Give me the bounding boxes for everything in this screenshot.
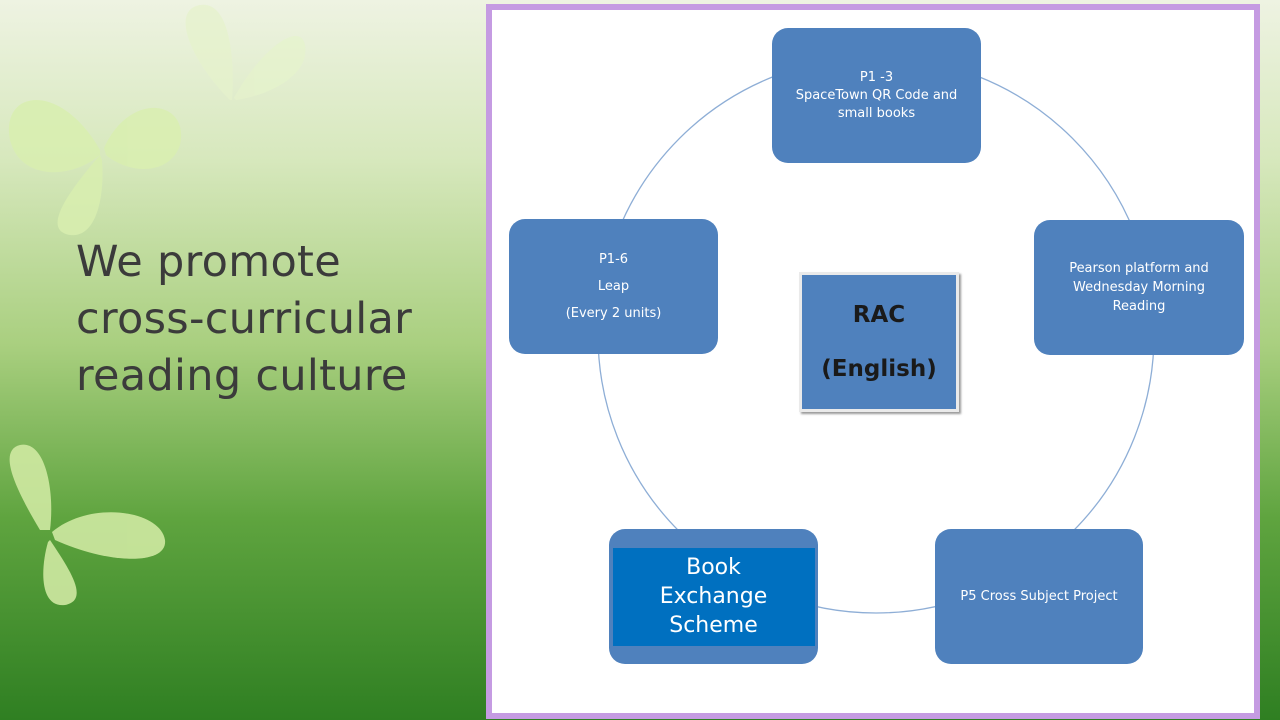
node-text: SpaceTown QR Code and xyxy=(795,87,958,103)
node-text: Exchange xyxy=(659,584,768,609)
heading-line: reading culture xyxy=(76,351,408,401)
slide-heading: We promote cross-curricular reading cult… xyxy=(76,234,476,405)
highlight-box: Book Exchange Scheme xyxy=(612,547,815,646)
butterfly-decoration-icon xyxy=(9,444,166,606)
node-text: small books xyxy=(837,105,916,121)
node-cross-subject-project: P5 Cross Subject Project xyxy=(935,529,1143,664)
node-text: (Every 2 units) xyxy=(565,306,662,321)
node-text: Pearson platform and xyxy=(1069,261,1209,276)
butterfly-decoration-icon xyxy=(185,4,306,100)
node-text: Scheme xyxy=(669,613,758,638)
butterfly-decoration-icon xyxy=(8,100,182,236)
node-leap: P1-6 Leap (Every 2 units) xyxy=(509,219,718,354)
center-node-rac: RAC (English) xyxy=(799,272,959,412)
node-text: P1-6 xyxy=(598,252,629,267)
diagram-frame: P1 -3 SpaceTown QR Code and small books … xyxy=(486,4,1260,719)
node-pearson-platform: Pearson platform and Wednesday Morning R… xyxy=(1034,220,1244,355)
node-spacetown-qr: P1 -3 SpaceTown QR Code and small books xyxy=(772,28,981,163)
node-text: P1 -3 xyxy=(859,69,894,85)
node-text: P5 Cross Subject Project xyxy=(960,588,1118,604)
node-text: Leap xyxy=(597,279,630,294)
center-text: (English) xyxy=(821,356,937,382)
node-book-exchange: Book Exchange Scheme xyxy=(609,529,818,664)
center-text: RAC xyxy=(852,302,906,328)
node-text: Wednesday Morning xyxy=(1072,280,1206,295)
heading-line: cross-curricular xyxy=(76,294,413,344)
node-text: Book xyxy=(686,555,741,580)
heading-line: We promote xyxy=(76,237,341,287)
node-text: Reading xyxy=(1112,299,1166,314)
